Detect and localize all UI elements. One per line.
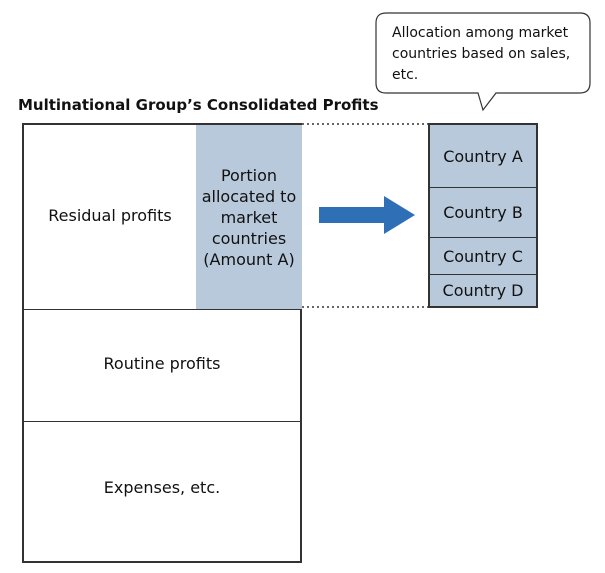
- routine-profits-label: Routine profits: [103, 354, 221, 373]
- routine-expenses-divider: [24, 421, 300, 422]
- consolidated-profits-block: Residual profits Portion allocated to ma…: [22, 123, 302, 563]
- amount-a-line: (Amount A): [203, 249, 295, 269]
- amount-a-line: market: [220, 207, 278, 227]
- right-arrow-icon: [319, 196, 415, 234]
- expenses-label: Expenses, etc.: [103, 478, 221, 497]
- amount-a-portion: Portion allocated to market countries (A…: [196, 125, 302, 309]
- market-countries-column: Country A Country B Country C Country D: [428, 123, 538, 308]
- diagram-title: Multinational Group’s Consolidated Profi…: [18, 96, 379, 114]
- callout-bubble: [375, 12, 591, 112]
- callout-text: Allocation among market countries based …: [392, 25, 571, 83]
- residual-routine-divider: [24, 309, 300, 310]
- amount-a-line: Portion: [220, 165, 278, 185]
- amount-a-line: countries: [211, 228, 287, 248]
- country-cell: Country D: [442, 281, 524, 300]
- country-cell: Country B: [430, 188, 536, 238]
- amount-a-line: allocated to: [201, 186, 297, 206]
- country-cell: Country A: [430, 125, 536, 188]
- country-cell: Country C: [430, 238, 536, 275]
- residual-profits-label: Residual profits: [48, 206, 172, 225]
